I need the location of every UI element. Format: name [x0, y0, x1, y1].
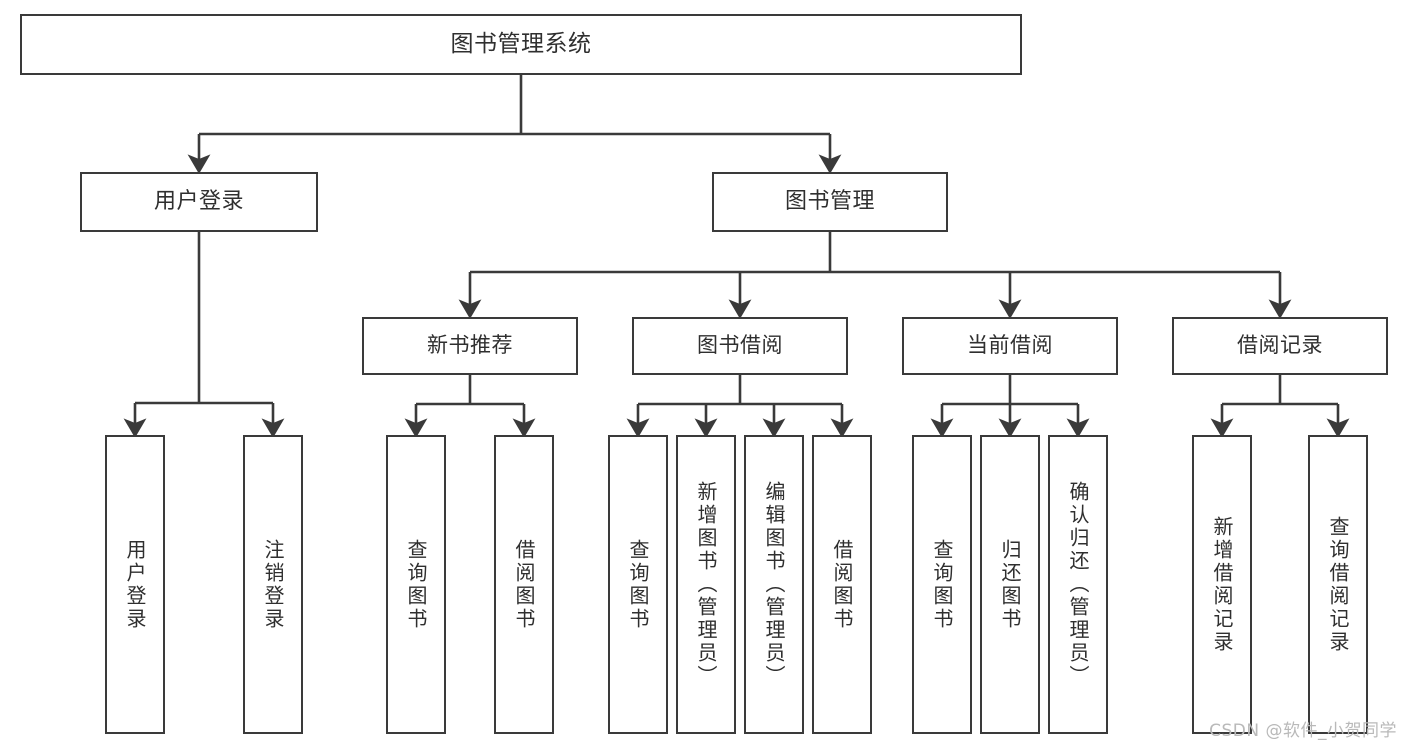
node-label: 借阅记录: [1237, 333, 1323, 358]
node-label: 新增图书（管理员）: [694, 481, 718, 688]
leaf-new-book-query[interactable]: 查询图书: [386, 435, 446, 734]
node-borrow-record[interactable]: 借阅记录: [1172, 317, 1388, 375]
node-book-management[interactable]: 图书管理: [712, 172, 948, 232]
node-label: 归还图书: [998, 538, 1022, 631]
node-label: 新书推荐: [427, 333, 513, 358]
watermark: CSDN @软件_小贺同学: [1209, 721, 1397, 741]
node-current-borrow[interactable]: 当前借阅: [902, 317, 1118, 375]
node-label: 图书借阅: [697, 333, 783, 358]
leaf-book-borrow-edit[interactable]: 编辑图书（管理员）: [744, 435, 804, 734]
leaf-book-borrow-query[interactable]: 查询图书: [608, 435, 668, 734]
leaf-current-borrow-query[interactable]: 查询图书: [912, 435, 972, 734]
leaf-user-login-logout[interactable]: 注销登录: [243, 435, 303, 734]
leaf-book-borrow-borrow[interactable]: 借阅图书: [812, 435, 872, 734]
leaf-user-login-login[interactable]: 用户登录: [105, 435, 165, 734]
node-label: 当前借阅: [967, 333, 1053, 358]
leaf-book-borrow-add[interactable]: 新增图书（管理员）: [676, 435, 736, 734]
leaf-borrow-record-query[interactable]: 查询借阅记录: [1308, 435, 1368, 734]
node-label: 用户登录: [123, 538, 147, 631]
leaf-borrow-record-add[interactable]: 新增借阅记录: [1192, 435, 1252, 734]
node-label: 查询图书: [404, 538, 428, 631]
node-label: 查询图书: [930, 538, 954, 631]
node-label: 借阅图书: [512, 538, 536, 631]
node-label: 图书管理系统: [450, 30, 592, 57]
node-new-book-recommend[interactable]: 新书推荐: [362, 317, 578, 375]
node-label: 借阅图书: [830, 538, 854, 631]
node-label: 注销登录: [261, 538, 285, 631]
node-label: 图书管理: [784, 188, 875, 214]
node-label: 用户登录: [153, 188, 244, 214]
node-user-login[interactable]: 用户登录: [80, 172, 318, 232]
node-label: 新增借阅记录: [1210, 515, 1234, 654]
node-book-borrow[interactable]: 图书借阅: [632, 317, 848, 375]
node-label: 查询图书: [626, 538, 650, 631]
node-label: 查询借阅记录: [1326, 515, 1350, 654]
node-label: 编辑图书（管理员）: [762, 481, 786, 688]
leaf-current-borrow-confirm-return[interactable]: 确认归还（管理员）: [1048, 435, 1108, 734]
leaf-new-book-borrow[interactable]: 借阅图书: [494, 435, 554, 734]
node-root-system[interactable]: 图书管理系统: [20, 14, 1022, 75]
leaf-current-borrow-return[interactable]: 归还图书: [980, 435, 1040, 734]
node-label: 确认归还（管理员）: [1066, 481, 1090, 688]
